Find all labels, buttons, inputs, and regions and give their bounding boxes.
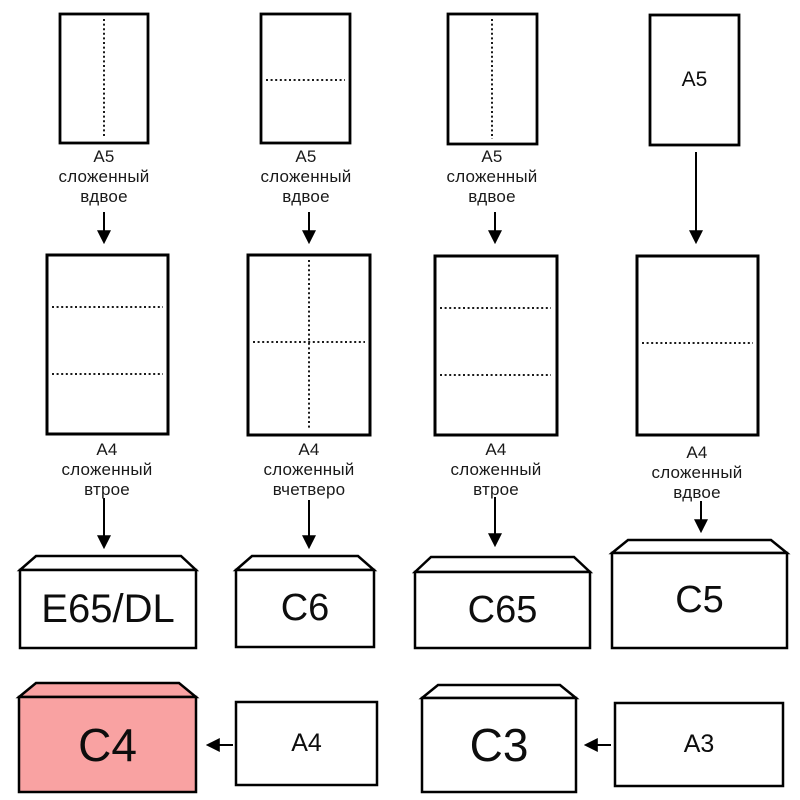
caption-line: вдвое xyxy=(80,187,128,206)
caption-line: сложенный xyxy=(61,460,153,479)
caption-a5-col3: А5 сложенный вдвое xyxy=(412,147,572,207)
caption-line: сложенный xyxy=(651,463,743,482)
sheet-a4-col4 xyxy=(635,254,760,437)
sheet-a5-col3 xyxy=(446,12,539,146)
envelope-c5-label: C5 xyxy=(675,579,724,621)
caption-line: А4 xyxy=(485,440,507,459)
sheet-a3-source xyxy=(613,701,785,788)
caption-line: втрое xyxy=(84,480,130,499)
caption-line: А5 xyxy=(93,147,115,166)
caption-line: А5 xyxy=(481,147,503,166)
envelope-c65-shape xyxy=(411,555,594,650)
caption-a5-col2: А5 сложенный вдвое xyxy=(226,147,386,207)
caption-a4-col3: А4 сложенный втрое xyxy=(416,440,576,500)
envelope-c3-label: C3 xyxy=(469,719,529,771)
envelope-c6-shape xyxy=(232,554,378,649)
envelope-c3-shape xyxy=(418,683,580,794)
caption-line: втрое xyxy=(473,480,519,499)
caption-line: сложенный xyxy=(450,460,542,479)
sheet-a5-col2 xyxy=(259,12,352,145)
envelope-c4-label: C4 xyxy=(78,718,137,771)
envelope-c5-shape xyxy=(608,538,791,650)
sheet-a4-col3 xyxy=(433,254,559,437)
caption-line: сложенный xyxy=(263,460,355,479)
caption-a4-col4: А4 сложенный вдвое xyxy=(617,443,777,503)
sheet-a5-col4 xyxy=(648,13,741,147)
caption-line: А4 xyxy=(686,443,708,462)
caption-line: А5 xyxy=(295,147,317,166)
envelope-c65-label: C65 xyxy=(467,588,538,631)
caption-line: сложенный xyxy=(446,167,538,186)
caption-line: вдвое xyxy=(468,187,516,206)
caption-line: А4 xyxy=(96,440,118,459)
caption-line: сложенный xyxy=(260,167,352,186)
envelope-e65dl-shape xyxy=(16,554,200,650)
caption-line: А4 xyxy=(298,440,320,459)
sheet-a5-inner-label: А5 xyxy=(681,68,708,91)
envelope-c6-label: C6 xyxy=(280,587,330,629)
envelope-c4-shape xyxy=(15,681,200,794)
envelope-e65dl-label: E65/DL xyxy=(41,586,175,631)
sheet-a4-col1 xyxy=(45,253,170,436)
caption-a5-col1: А5 сложенный вдвое xyxy=(24,147,184,207)
sheet-a3-source-label: А3 xyxy=(683,730,715,758)
caption-a4-col1: А4 сложенный втрое xyxy=(27,440,187,500)
caption-line: вдвое xyxy=(673,483,721,502)
caption-line: сложенный xyxy=(58,167,150,186)
caption-a4-col2: А4 сложенный вчетверо xyxy=(229,440,389,500)
sheet-a4-source xyxy=(234,700,379,787)
caption-line: вдвое xyxy=(282,187,330,206)
sheet-a4-source-label: А4 xyxy=(291,729,322,757)
caption-line: вчетверо xyxy=(272,480,346,499)
